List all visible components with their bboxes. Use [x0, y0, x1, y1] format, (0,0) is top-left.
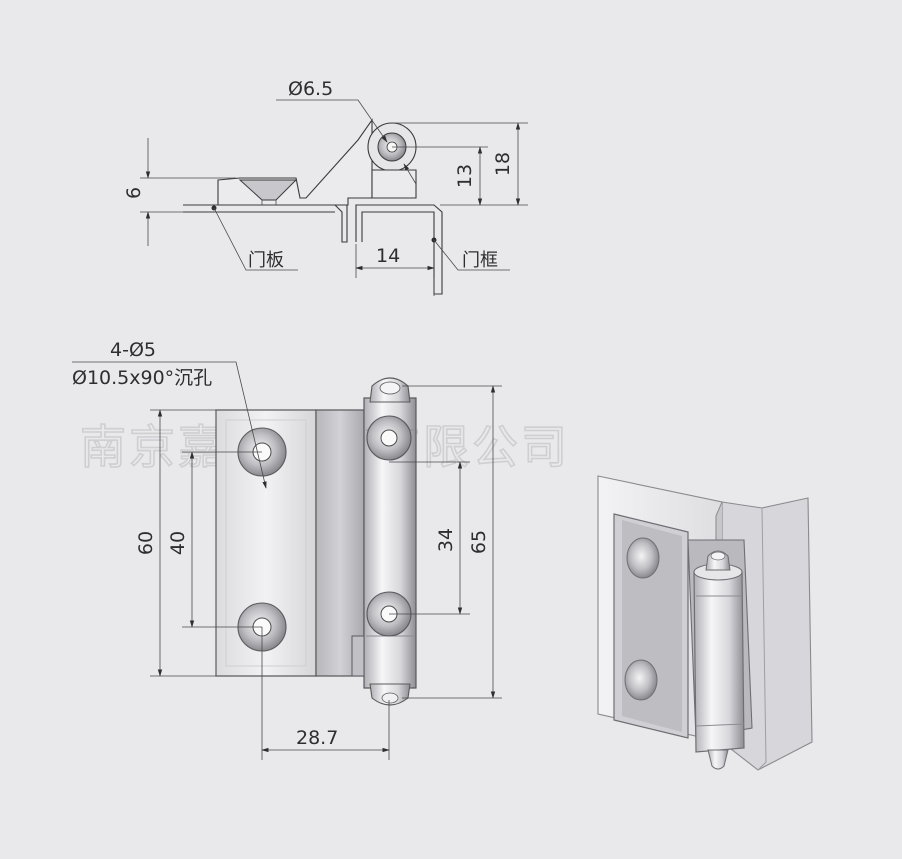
dim-6: 6: [123, 187, 145, 199]
dim-18: 18: [492, 152, 514, 176]
dim-34: 34: [435, 528, 457, 552]
hole-spec-countersink: Ø10.5x90°沉孔: [72, 367, 212, 389]
frame-leaf-section: [371, 169, 417, 199]
door-frame-profile: [355, 204, 443, 295]
top-section-view: Ø6.5 6 13 18 14 门板 门框: [123, 78, 528, 296]
hinge-leaf-section: [217, 118, 373, 206]
hole-diameter-dim: Ø6.5: [288, 78, 333, 100]
label-door-panel: 门板: [248, 250, 284, 271]
iso-hole-bottom: [624, 659, 658, 701]
front-view: 4-Ø5 Ø10.5x90°沉孔 60 40 34 65 28.7: [72, 339, 502, 760]
dim-60: 60: [135, 531, 157, 555]
label-door-frame: 门框: [462, 250, 498, 271]
dim-13: 13: [454, 164, 476, 188]
dim-14: 14: [376, 245, 400, 267]
iso-pin-cap-bottom: [707, 749, 729, 770]
isometric-view: [597, 475, 813, 771]
dim-65: 65: [468, 530, 490, 554]
iso-hole-top: [626, 537, 660, 579]
countersunk-hole-top-right: [366, 415, 412, 461]
dim-40: 40: [167, 531, 189, 555]
hole-spec-count: 4-Ø5: [110, 339, 156, 361]
dim-28-7: 28.7: [296, 727, 338, 749]
door-panel-profile: [183, 204, 348, 243]
